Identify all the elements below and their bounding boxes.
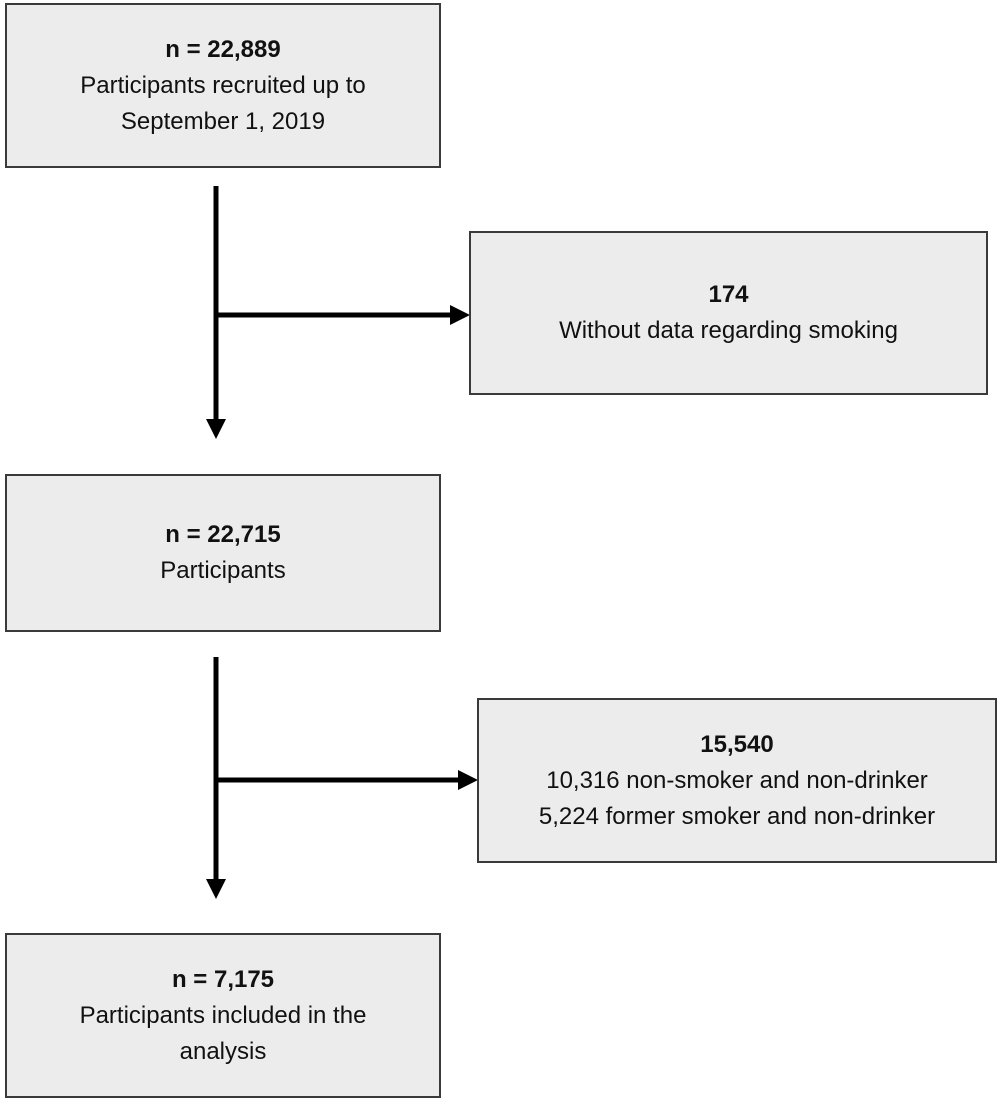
excluded-nonsmoker-box: 15,540 10,316 non-smoker and non-drinker… (477, 698, 997, 863)
main-arrow-1-head (206, 419, 226, 439)
excluded-smoking-box: 174 Without data regarding smoking (469, 231, 988, 395)
analysis-box: n = 7,175 Participants included in the a… (5, 933, 441, 1098)
participants-box: n = 22,715 Participants (5, 474, 441, 632)
participants-count: n = 22,715 (165, 521, 281, 548)
recruited-label-line-2: September 1, 2019 (120, 107, 326, 135)
recruited-box: n = 22,889 Participants recruited up to … (5, 3, 441, 168)
participants-label: Participants (160, 557, 286, 584)
excluded-smoking-count: 174 (708, 281, 749, 308)
analysis-label-line-2: analysis (179, 1037, 267, 1065)
analysis-count: n = 7,175 (171, 965, 275, 993)
excluded-nonsmoker-line-1: 10,316 non-smoker and non-drinker (546, 766, 928, 794)
excluded-smoking-label: Without data regarding smoking (559, 317, 898, 344)
recruited-count: n = 22,889 (165, 35, 281, 63)
excluded-nonsmoker-line-2: 5,224 former smoker and non-drinker (538, 802, 936, 830)
excluded-nonsmoker-count: 15,540 (700, 730, 774, 758)
branch-arrow-2-head (458, 770, 478, 790)
branch-arrow-1-head (450, 305, 470, 325)
analysis-label-line-1: Participants included in the (79, 1001, 367, 1029)
main-arrow-2-head (206, 879, 226, 899)
recruited-label-line-1: Participants recruited up to (80, 71, 366, 99)
